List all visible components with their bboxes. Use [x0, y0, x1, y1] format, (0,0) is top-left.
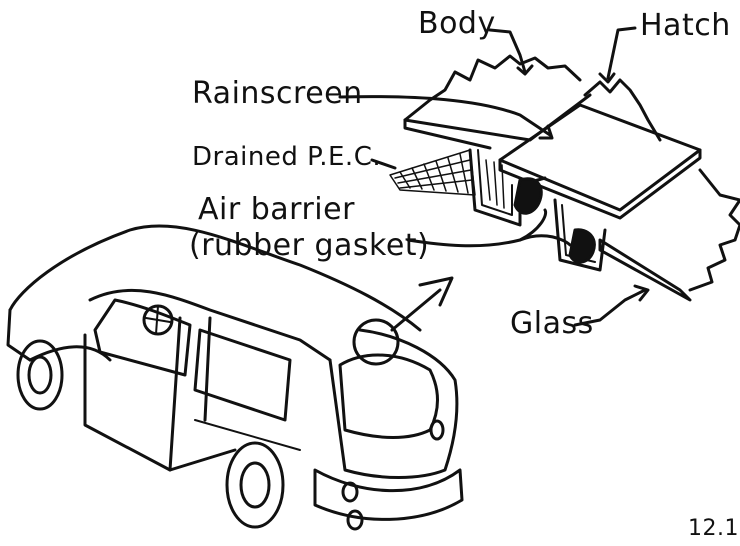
detail-circle — [354, 320, 398, 364]
figure-number: 12.16 — [688, 516, 740, 541]
car-sliding-door — [170, 318, 180, 470]
drained-pec-hatching — [390, 150, 475, 195]
rear-wheel — [227, 443, 283, 527]
label-body: Body — [418, 6, 496, 41]
leader-air-barrier-2 — [520, 236, 570, 245]
rubber-gasket-2 — [570, 230, 594, 262]
front-wheel — [18, 341, 62, 409]
leader-hatch — [608, 28, 635, 78]
body-torn-edge — [405, 56, 580, 120]
car-rear-window — [340, 355, 438, 438]
label-drained-pec: Drained P.E.C. — [192, 142, 381, 172]
minivan-sketch — [8, 226, 462, 529]
label-hatch: Hatch — [640, 8, 731, 43]
rubber-gasket-1 — [515, 179, 541, 214]
leader-rainscreen — [340, 97, 550, 135]
glass-torn-edge — [690, 170, 740, 290]
leader-lines — [340, 28, 648, 325]
label-glass: Glass — [510, 306, 594, 341]
car-body-left — [8, 310, 30, 360]
label-rubber-gasket: (rubber gasket) — [189, 228, 429, 263]
label-air-barrier: Air barrier — [198, 192, 355, 227]
seal-detail-sketch — [390, 56, 740, 300]
label-rainscreen: Rainscreen — [192, 76, 363, 111]
detail-arrow — [392, 290, 440, 330]
